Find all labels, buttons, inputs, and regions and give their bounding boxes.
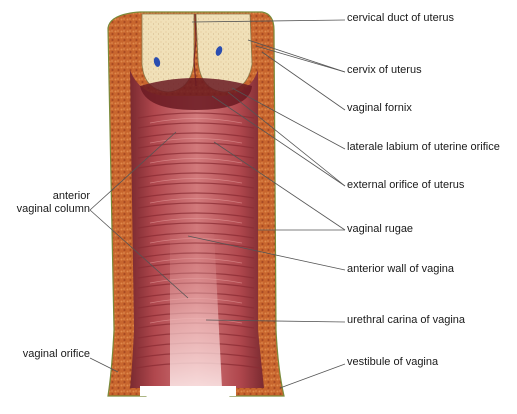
label-external-orifice: external orifice of uterus	[347, 179, 465, 191]
label-anterior-line2: vaginal column	[16, 203, 90, 215]
cervical-duct	[193, 13, 197, 87]
label-urethral-carina: urethral carina of vagina	[347, 314, 466, 326]
label-vaginal-orifice: vaginal orifice	[22, 348, 90, 360]
label-vaginal-rugae: vaginal rugae	[347, 223, 414, 235]
label-anterior-vaginal-column: anterior vaginal column	[4, 190, 90, 216]
vaginal-rugae	[135, 112, 261, 369]
label-vestibule: vestibule of vagina	[347, 356, 439, 368]
vessel-left	[153, 57, 161, 67]
label-cervical-duct: cervical duct of uterus	[347, 12, 454, 24]
label-lateral-labium: laterale labium of uterine orifice	[347, 141, 500, 153]
vessel-right	[215, 46, 223, 56]
label-anterior-line1: anterior	[52, 190, 90, 202]
label-vaginal-fornix: vaginal fornix	[347, 102, 412, 114]
fornix-shadow	[140, 78, 252, 110]
leader-lines	[89, 19, 346, 389]
urethral-carina	[170, 225, 222, 388]
bottom-cut	[140, 386, 236, 396]
label-cervix: cervix of uterus	[347, 64, 422, 76]
label-anterior-wall: anterior wall of vagina	[347, 263, 455, 275]
